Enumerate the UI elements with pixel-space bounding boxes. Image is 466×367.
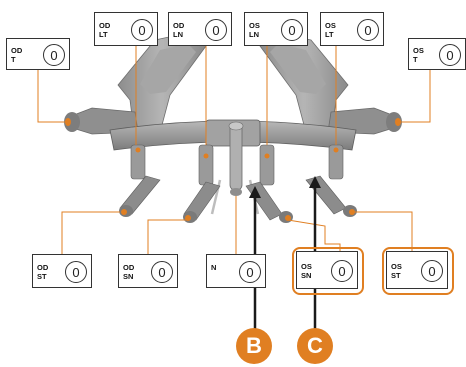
od-sn-value[interactable]: 0: [151, 261, 173, 283]
os-sn-value[interactable]: 0: [331, 260, 353, 282]
od-ln-label-line2: LN: [173, 30, 183, 39]
n-value[interactable]: 0: [239, 261, 261, 283]
os-st-label-line2: ST: [391, 271, 401, 280]
highlight-os-st: [382, 247, 454, 295]
od-ln-value[interactable]: 0: [205, 19, 227, 41]
os-lt-label-line1: OS: [325, 21, 336, 30]
os-sn-label-line1: OS: [301, 262, 312, 271]
right-temple-knob: [386, 112, 402, 132]
od-sn-label-line1: OD: [123, 263, 135, 272]
od-st-label-line1: OD: [37, 263, 49, 272]
os-st-value[interactable]: 0: [421, 260, 443, 282]
os-ln-label-line1: OS: [249, 21, 260, 30]
od-st-label-line2: ST: [37, 272, 47, 281]
os-t-label-line1: OS: [413, 46, 424, 55]
left-temple-knob: [64, 112, 80, 132]
od-ln-post: [198, 144, 214, 186]
os-sn-rod: [245, 181, 283, 221]
os-ln-value[interactable]: 0: [281, 19, 303, 41]
marker-c: C: [297, 328, 333, 364]
od-sn-label-line2: SN: [123, 272, 134, 281]
od-st-value[interactable]: 0: [65, 261, 87, 283]
os-st-label-line1: OS: [391, 262, 402, 271]
od-t-label-line1: OD: [11, 46, 23, 55]
od-ln-label-line1: OD: [173, 21, 185, 30]
os-ln-label-line2: LN: [249, 30, 259, 39]
od-lt-value[interactable]: 0: [131, 19, 153, 41]
os-t-label-line2: T: [413, 55, 418, 64]
os-t-value[interactable]: 0: [439, 44, 461, 66]
od-t-value[interactable]: 0: [43, 44, 65, 66]
n-label-line1: N: [211, 263, 217, 272]
od-lt-label-line2: LT: [99, 30, 108, 39]
left-wing-inner: [140, 44, 196, 94]
os-sn-label-line2: SN: [301, 271, 312, 280]
od-lt-label-line1: OD: [99, 21, 111, 30]
marker-b: B: [236, 328, 272, 364]
os-st-rod: [305, 175, 347, 215]
os-lt-label-line2: LT: [325, 30, 334, 39]
od-lt-post: [130, 144, 146, 180]
right-wing-inner: [270, 44, 326, 94]
os-ln-post: [259, 144, 275, 186]
os-lt-value[interactable]: 0: [357, 19, 379, 41]
n-label: N: [211, 263, 216, 272]
highlight-os-sn: [292, 247, 364, 295]
center-post: [229, 123, 243, 191]
od-t-label-line2: T: [11, 55, 16, 64]
